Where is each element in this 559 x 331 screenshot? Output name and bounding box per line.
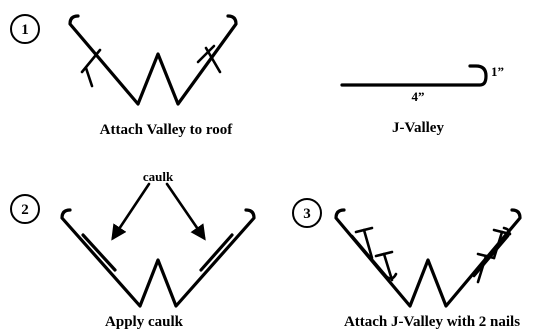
step-2-number-circle — [10, 194, 40, 224]
step-3-nail-left-2-shank — [382, 252, 394, 282]
step-2-caulk-label: caulk — [143, 169, 174, 184]
j-valley-profile-panel: 4” 1” J-Valley — [340, 64, 504, 136]
step-2-caulk-bead-right — [199, 233, 234, 272]
step-2-arrow-left — [111, 182, 151, 241]
step-3-nail-right-2-shank — [492, 230, 504, 260]
j-valley-length-label: 4” — [412, 89, 425, 104]
step-3-number-circle — [292, 198, 322, 228]
step-1-caption: Attach Valley to roof — [100, 122, 234, 138]
step-1-panel: 1 Attach Valley to roof — [10, 14, 238, 138]
step-2-panel: 2 caulk Apply caulk — [10, 169, 256, 330]
j-valley-profile-shape — [340, 64, 488, 87]
step-2-arrow-right — [165, 182, 206, 241]
step-3-nail-right-1-shank — [476, 254, 488, 284]
step-3-jvalley-right — [472, 226, 511, 278]
step-2-number: 2 — [21, 202, 29, 218]
step-3-caption: Attach J-Valley with 2 nails — [344, 314, 520, 330]
step-1-nail-left — [80, 48, 102, 74]
step-1-number: 1 — [21, 22, 29, 38]
step-3-number: 3 — [303, 206, 311, 222]
step-2-valley-shape — [60, 208, 256, 308]
step-1-number-circle — [10, 14, 40, 44]
j-valley-caption: J-Valley — [392, 120, 444, 136]
step-3-nail-left-1-shank — [362, 228, 374, 260]
step-3-valley-shape — [334, 208, 522, 308]
step-1-valley-shape — [68, 14, 238, 106]
step-2-caption: Apply caulk — [105, 314, 184, 330]
step-2-caulk-bead-left — [81, 233, 117, 272]
step-3-panel: 3 Attach J-Valley with 2 nails — [292, 198, 522, 330]
step-1-nail-left-tip — [84, 66, 94, 88]
j-valley-hem-label: 1” — [491, 64, 504, 79]
step-1-nail-right-tip — [196, 44, 216, 64]
